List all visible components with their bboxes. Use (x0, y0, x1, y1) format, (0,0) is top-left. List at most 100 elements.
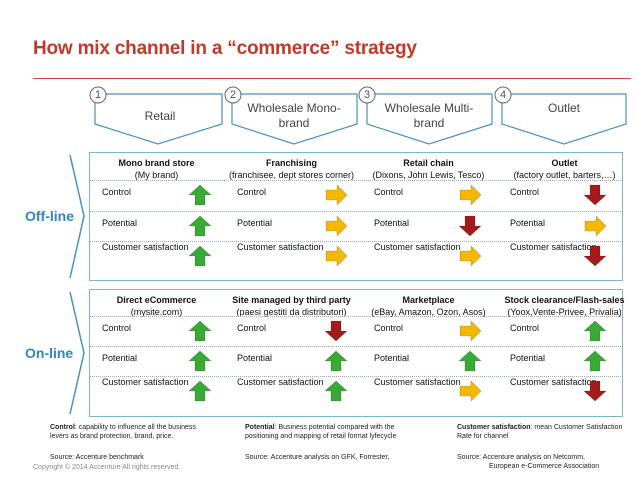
row-separator (89, 316, 623, 317)
channel-number: 1 (94, 89, 102, 101)
note-potential-term: Potential (245, 424, 275, 431)
column-header-subtitle: (paesi gestiti da distributori) (236, 307, 347, 317)
metric-label: Control (237, 186, 267, 197)
row-separator (89, 346, 623, 347)
channel-label-wholesale-mono: Wholesale Mono-brand (247, 101, 341, 130)
channel-badge-3 (358, 86, 376, 104)
arrow-up-shape (458, 350, 482, 372)
metric-label: Potential (510, 217, 546, 228)
arrow-up-shape (188, 320, 212, 342)
arrow-up-shape (583, 320, 607, 342)
arrow-side-icon (325, 215, 348, 237)
note-satisfaction-text: : mean Customer Satisfaction Rate for ch… (457, 424, 623, 440)
channel-badge-4 (494, 86, 512, 104)
note-satisfaction-term: Customer satisfaction (457, 424, 531, 431)
arrow-up-shape (188, 215, 212, 237)
note-control-source: Source: Accenture benchmark (50, 454, 144, 461)
channel-label-wholesale-multi: Wholesale Multi-brand (384, 101, 474, 130)
metric-label: Control (102, 186, 132, 197)
row-separator (89, 376, 623, 377)
arrow-up-shape (188, 245, 212, 267)
note-potential-source: Source: Accenture analysis on GFK, Forre… (245, 454, 390, 461)
online-column-header: Site managed by third party (paesi gestit… (220, 294, 363, 318)
metric-label: Customer satisfaction (237, 377, 324, 387)
column-header-subtitle: (Yoox,Vente-Privee, Privalia) (507, 307, 622, 317)
arrow-side-icon (325, 245, 348, 267)
offline-column-header: Outlet(factory outlet, barters,…) (493, 157, 636, 181)
column-header-subtitle: (Dixons, John Lewis, Tesco) (372, 170, 485, 180)
page-title: How mix channel in a “commerce” strategy (33, 38, 417, 59)
arrow-up-shape (324, 350, 348, 372)
metric-label: Control (102, 322, 132, 333)
metric-label: Potential (102, 217, 138, 228)
metric-label: Customer satisfaction (510, 242, 597, 252)
note-satisfaction: Customer satisfaction: mean Customer Sat… (457, 423, 627, 441)
channel-number: 3 (363, 89, 371, 101)
arrow-side-icon (459, 380, 482, 402)
arrow-side-icon (325, 184, 348, 206)
arrow-side-icon (459, 184, 482, 206)
arrow-up-icon (324, 380, 348, 402)
metric-label: Control (510, 322, 540, 333)
offline-column-header: Retail chain(Dixons, John Lewis, Tesco) (357, 157, 500, 181)
metric-label: Control (237, 322, 267, 333)
column-header-subtitle: (eBay, Amazon, Ozon, Asos) (371, 307, 486, 317)
arrow-side-shape (325, 215, 348, 237)
row-separator (89, 180, 623, 181)
online-label: On-line (25, 345, 74, 361)
arrow-side-shape (459, 320, 482, 342)
metric-label: Potential (102, 352, 138, 363)
arrow-down-shape (583, 380, 607, 402)
column-header-subtitle: (mysite.com) (130, 307, 183, 317)
metric-label: Control (374, 186, 404, 197)
metric-label: Customer satisfaction (374, 242, 461, 252)
online-column-header: Marketplace (eBay, Amazon, Ozon, Asos) (357, 294, 500, 318)
offline-chevron (69, 154, 85, 279)
arrow-side-shape (584, 215, 607, 237)
metric-label: Potential (374, 217, 410, 228)
column-header-title: Stock clearance/Flash-sales (504, 295, 625, 305)
arrow-side-icon (459, 245, 482, 267)
title-divider (33, 78, 631, 79)
arrow-up-icon (583, 320, 607, 342)
column-header-subtitle: (My brand) (134, 170, 179, 180)
note-control-text: : capability to influence all the busine… (50, 424, 196, 440)
column-header-title: Site managed by third party (232, 295, 351, 305)
arrow-side-shape (459, 380, 482, 402)
arrow-side-icon (459, 320, 482, 342)
online-column-header: Direct eCommerce(mysite.com) (85, 294, 228, 318)
arrow-up-icon (188, 320, 212, 342)
channel-shape-3 (366, 93, 493, 145)
arrow-up-icon (583, 350, 607, 372)
arrow-side-shape (325, 245, 348, 267)
channel-badge-2 (224, 86, 242, 104)
channel-shape-1 (94, 93, 223, 145)
offline-label: Off-line (25, 208, 74, 224)
online-section (89, 289, 623, 417)
channel-number: 4 (499, 89, 507, 101)
column-header-title: Marketplace (402, 295, 455, 305)
row-separator (89, 211, 623, 212)
offline-column-header: Franchising(franchisee, dept stores corn… (220, 157, 363, 181)
arrow-side-icon (584, 215, 607, 237)
arrow-up-icon (458, 350, 482, 372)
metric-label: Potential (237, 352, 273, 363)
arrow-up-shape (188, 184, 212, 206)
metric-label: Potential (374, 352, 410, 363)
note-potential: Potential: Business potential compared w… (245, 423, 415, 441)
metric-label: Potential (237, 217, 273, 228)
arrow-down-shape (324, 320, 348, 342)
arrow-down-icon (583, 245, 607, 267)
metric-label: Customer satisfaction (102, 377, 189, 387)
online-column-header: Stock clearance/Flash-sales (Yoox,Vente-P… (493, 294, 636, 318)
channel-label-retail: Retail (144, 109, 176, 123)
note-satisfaction-source-2: European e-Commerce Association (489, 463, 600, 470)
arrow-up-shape (324, 380, 348, 402)
metric-label: Customer satisfaction (374, 377, 461, 387)
arrow-down-icon (583, 184, 607, 206)
arrow-down-shape (583, 245, 607, 267)
column-header-title: Outlet (551, 158, 578, 168)
offline-column-header: Mono brand store(My brand) (85, 157, 228, 181)
arrow-up-icon (188, 184, 212, 206)
